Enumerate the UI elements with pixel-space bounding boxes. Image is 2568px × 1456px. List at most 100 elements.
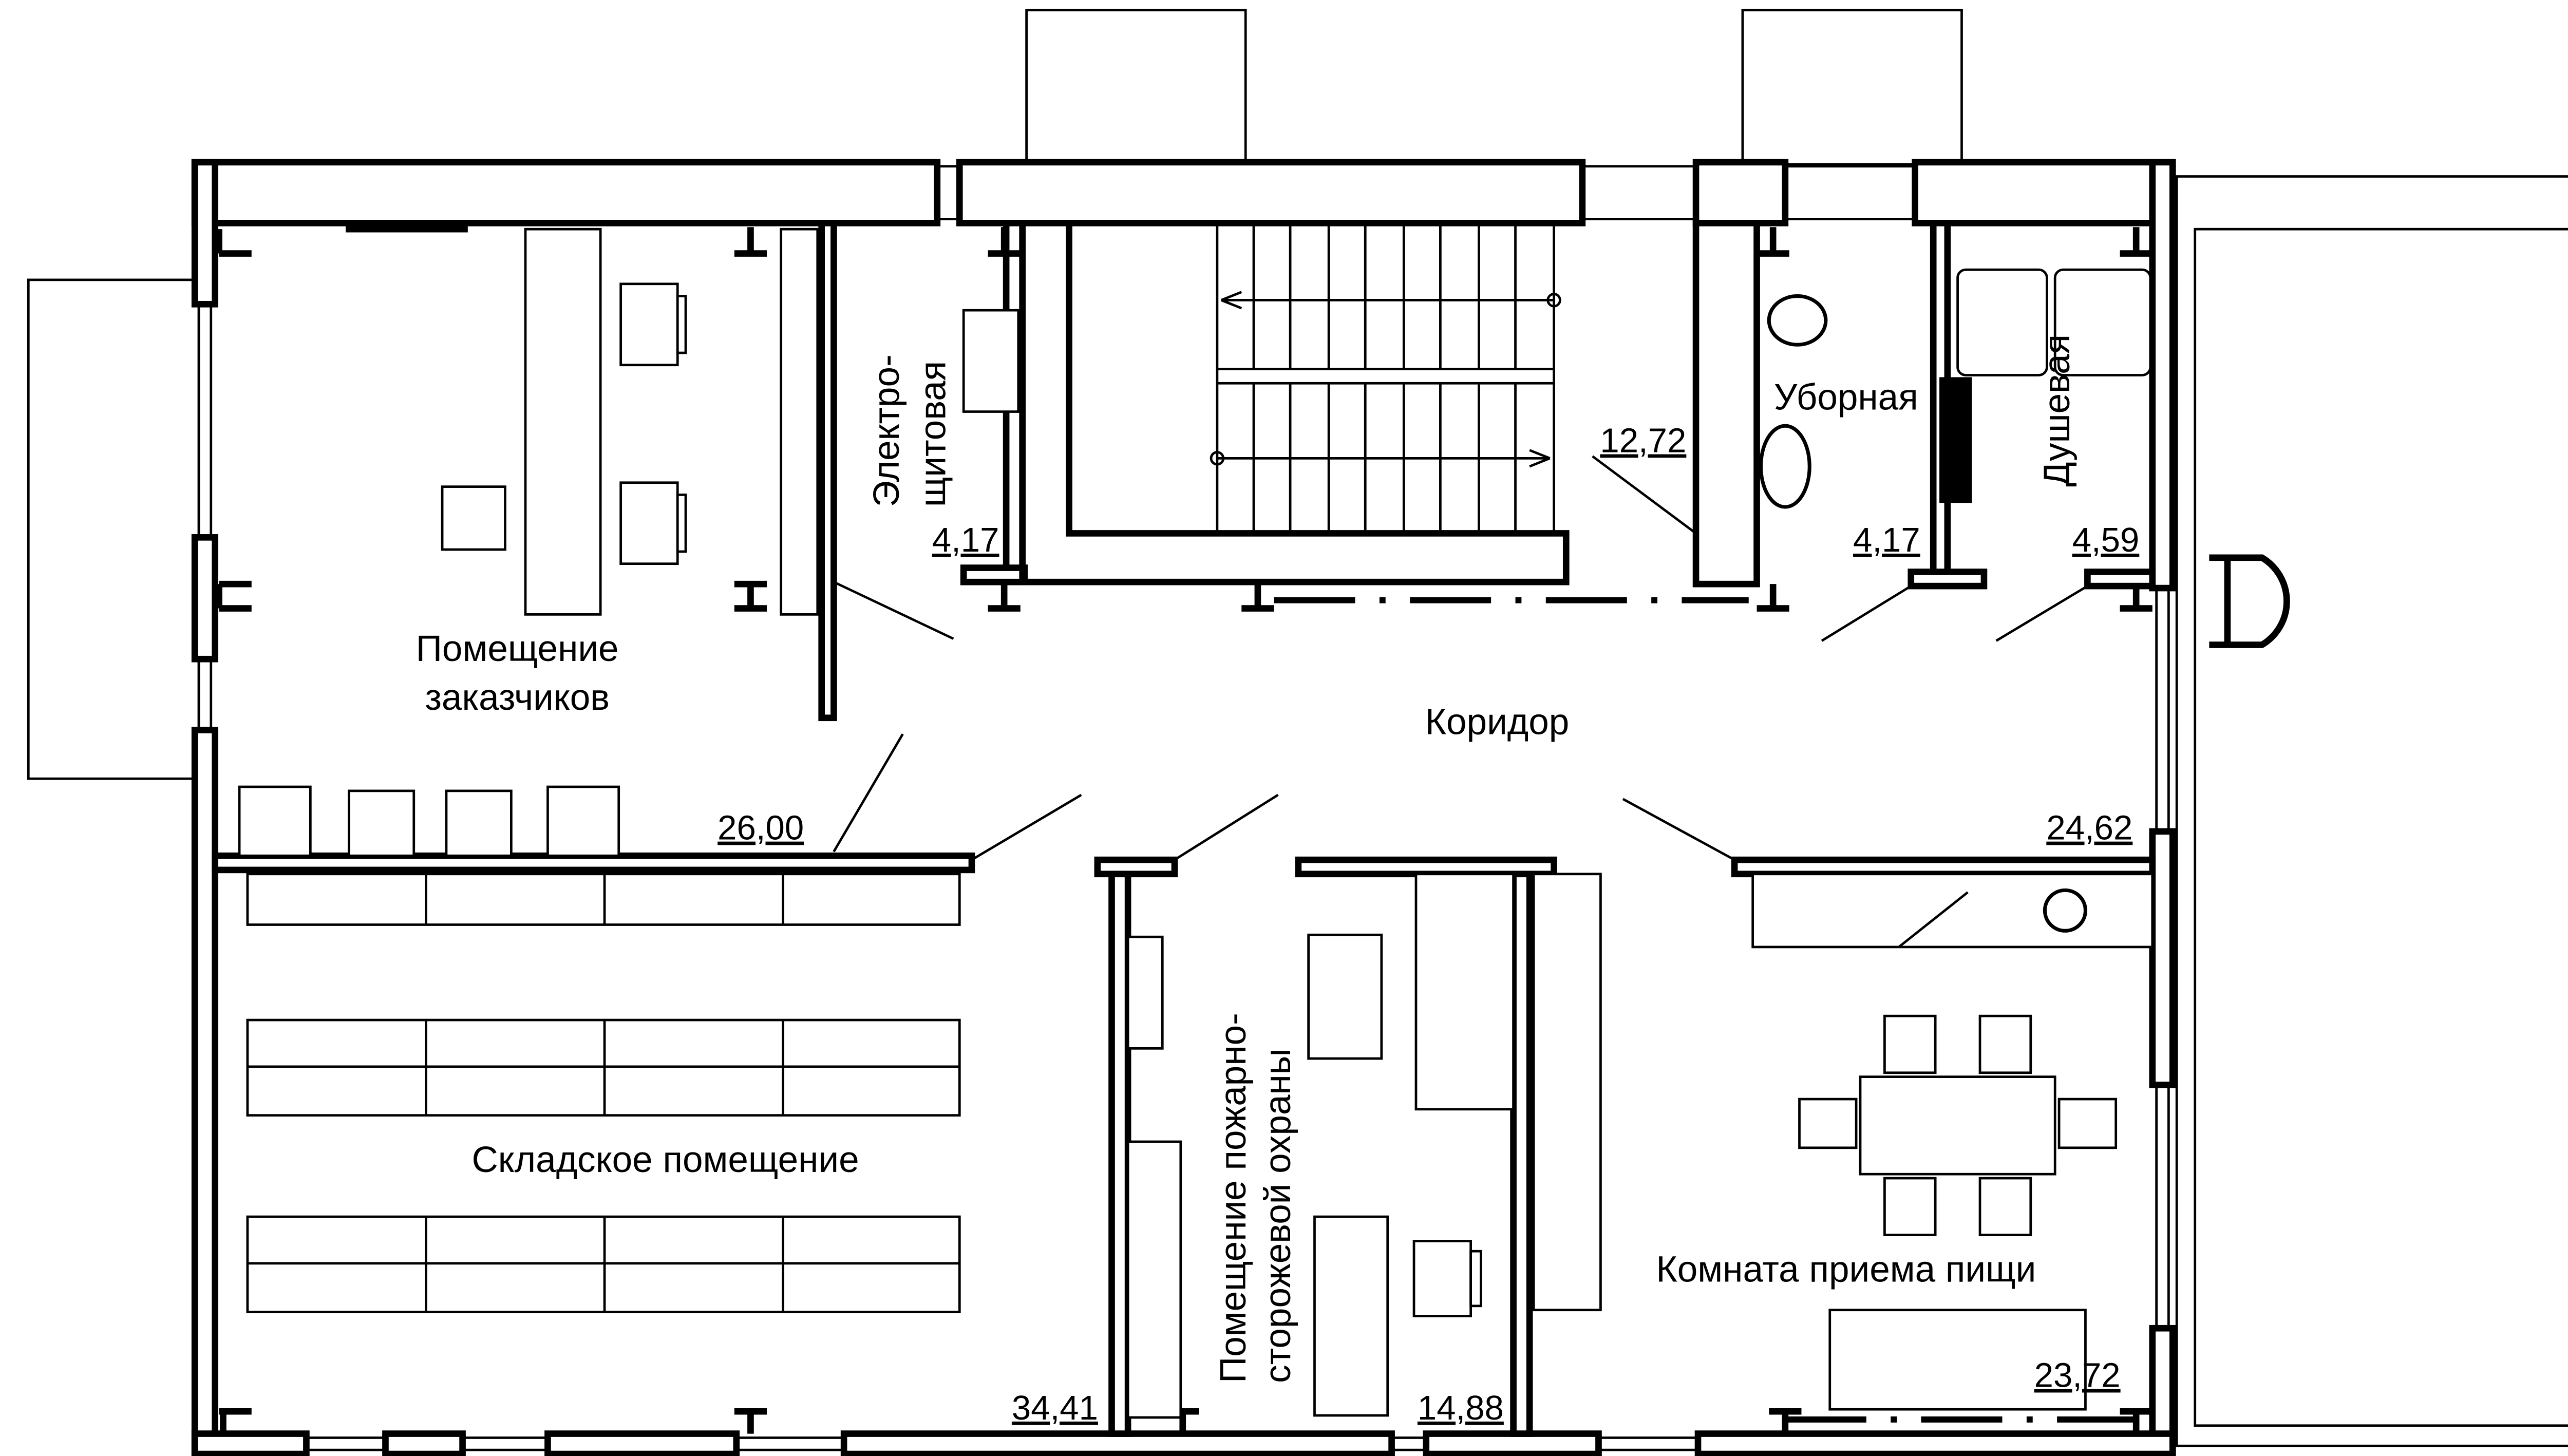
window-bottom-3	[735, 1436, 845, 1451]
counter	[524, 228, 602, 616]
column-icon	[1757, 227, 1789, 612]
window-left-1	[197, 302, 213, 539]
chair	[676, 494, 687, 553]
armchair	[546, 785, 620, 857]
door-dining	[1622, 798, 1735, 861]
stair-well-wall	[1019, 223, 1570, 585]
arrow-right-icon	[1217, 449, 1551, 468]
wall-top-left	[191, 159, 941, 226]
door-storage	[971, 793, 1082, 861]
door-stairs	[1592, 455, 1697, 535]
area-dining: 23,72	[2034, 1356, 2121, 1395]
area-stairs: 12,72	[1600, 422, 1686, 460]
room-labels: Помещение заказчиков 26,00 Электро- щито…	[416, 334, 2139, 1427]
wall-customers-storage	[212, 852, 975, 874]
window-bottom-2	[461, 1436, 549, 1451]
window-top-1	[936, 165, 961, 220]
sanitary-fixtures	[1759, 268, 2152, 509]
chair	[676, 295, 687, 354]
radiator	[346, 220, 468, 233]
desk	[1412, 1240, 1472, 1317]
wall-stairs-toilet	[1692, 220, 1760, 588]
shelf-unit	[780, 228, 819, 616]
area-storage: 34,41	[1012, 1389, 1098, 1427]
window-bottom-4	[1390, 1436, 1428, 1451]
armchair	[348, 789, 416, 857]
shower-tray	[2053, 268, 2152, 376]
window-right-2	[2155, 1084, 2170, 1330]
wall-bottom-1	[191, 1430, 310, 1456]
room-name-customers-line2: заказчиков	[425, 677, 610, 718]
room-name-toilet: Уборная	[1774, 377, 1918, 418]
column-icon	[2120, 227, 2152, 612]
door-customers	[833, 733, 904, 853]
terrace-outer	[2175, 175, 2568, 1447]
stove-icon	[1898, 891, 1969, 948]
columns	[216, 227, 2152, 1434]
outer-walls	[191, 159, 2176, 1456]
dining-table	[1859, 1075, 2056, 1176]
room-name-shower: Душевая	[2037, 334, 2078, 487]
window-top-2	[1581, 165, 1697, 220]
window-left-2	[197, 657, 213, 731]
wall-top-middle	[1692, 159, 1789, 226]
window-right-1	[2155, 587, 2170, 833]
room-name-dining: Комната приема пищи	[1656, 1249, 2036, 1290]
stair-start-marker	[1546, 293, 1561, 308]
ventilation-shaft-icon	[1939, 377, 1972, 503]
sofa	[1828, 1309, 2087, 1411]
dining-chair	[1798, 1098, 1858, 1149]
wall-dining-top	[1731, 856, 2156, 878]
bed	[1313, 1215, 1389, 1417]
wall-left-bottom	[191, 727, 219, 1456]
kitchen-counter	[1751, 873, 2154, 949]
dining-chair	[1883, 1014, 1937, 1074]
stair-landing-rail	[1216, 368, 1555, 385]
arrow-left-icon	[1220, 291, 1554, 310]
wall-storage-security	[1108, 871, 1131, 1437]
exterior-step-icon	[2209, 554, 2290, 648]
exterior-elements	[27, 9, 2568, 1447]
room-name-corridor: Коридор	[1425, 702, 1570, 742]
wall-bottom-3	[544, 1430, 740, 1456]
wall-right-top	[2149, 159, 2176, 592]
wall-security-top-left	[1094, 856, 1178, 878]
room-name-security-line2: сторожевой охраны	[1258, 1048, 1298, 1383]
electrical-panel	[962, 309, 1020, 413]
desk	[619, 481, 679, 565]
left-annex	[27, 278, 200, 780]
wall-electrical-stub	[960, 564, 1028, 585]
column-icon	[1241, 584, 1274, 612]
stair-start-marker	[1210, 451, 1225, 466]
top-annex-left	[1025, 9, 1247, 166]
room-name-storage: Складское помещение	[471, 1140, 859, 1180]
table	[1307, 933, 1383, 1060]
wall-toilet-stub	[1908, 569, 1988, 590]
storage-shelving	[246, 873, 961, 1314]
wall-shower-stub	[2084, 569, 2156, 590]
column-icon	[219, 1408, 2152, 1434]
door-swings	[833, 455, 2137, 1423]
dining-chair	[1978, 1014, 2032, 1074]
door-electrical	[833, 581, 954, 640]
wall-left-top	[191, 159, 219, 308]
sofa	[1414, 873, 1515, 1111]
dining-chair	[1883, 1177, 1937, 1236]
shower-tray	[1956, 268, 2048, 376]
wardrobe	[1532, 873, 1602, 1312]
area-shower: 4,59	[2072, 521, 2140, 559]
terrace-inner	[2194, 228, 2568, 1427]
wall-left-mid	[191, 534, 219, 663]
staircase	[1210, 221, 1561, 535]
column-icon	[1166, 1408, 1802, 1434]
toilet-icon	[1767, 294, 1828, 347]
dining-chair	[1978, 1177, 2032, 1236]
sink-icon	[2043, 888, 2087, 933]
wall-top-stairs	[956, 159, 1586, 226]
dining-furniture	[1751, 873, 2154, 1411]
washbasin-icon	[1759, 424, 1811, 509]
door-security	[1174, 793, 1279, 861]
wall-bottom-6	[1694, 1430, 2176, 1456]
area-corridor: 24,62	[2046, 809, 2132, 847]
column-icon	[216, 229, 252, 612]
